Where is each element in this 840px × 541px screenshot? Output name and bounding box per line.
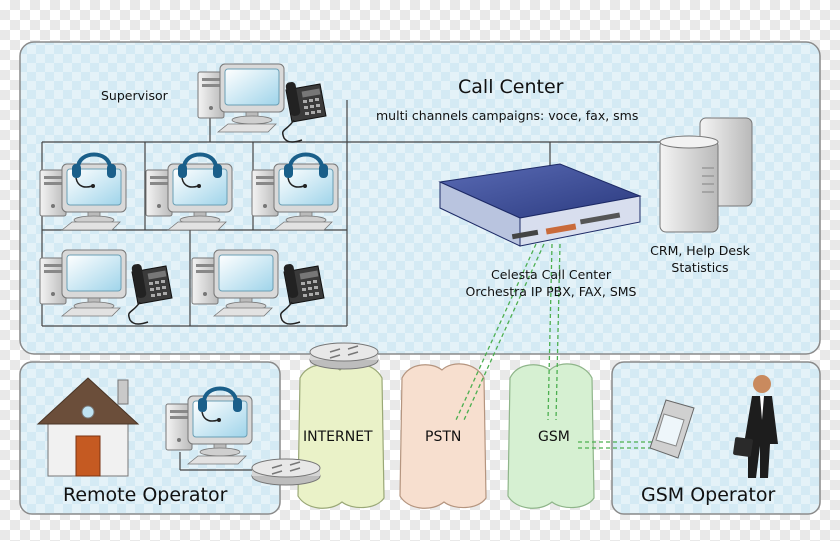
pbx-label: Celesta Call Center Orchestra IP PBX, FA… [456, 266, 646, 300]
gsm-label: GSM [538, 429, 570, 445]
call-center-subtitle: multi channels campaigns: voce, fax, sms [376, 108, 639, 123]
crm-label-line2: Statistics [671, 260, 729, 275]
remote-operator-label: Remote Operator [63, 484, 228, 506]
gsm-cloud [507, 363, 595, 509]
crm-label-line1: CRM, Help Desk [650, 243, 750, 258]
pbx-label-line2: Orchestra IP PBX, FAX, SMS [465, 284, 637, 299]
router-icon [309, 342, 379, 370]
router-icon [251, 458, 321, 486]
trunk-links [455, 243, 660, 449]
crm-label: CRM, Help Desk Statistics [640, 242, 760, 276]
internet-label: INTERNET [303, 429, 373, 445]
crm-servers [659, 117, 753, 233]
mobile-phone-icon [649, 399, 695, 459]
house-icon [36, 377, 140, 477]
call-center-title: Call Center [458, 76, 564, 98]
gsm-operator-label: GSM Operator [641, 484, 776, 506]
pbx-appliance [438, 163, 642, 247]
remote-agent-workstation [165, 386, 260, 471]
person-icon [733, 375, 778, 478]
pstn-label: PSTN [425, 429, 462, 445]
supervisor-label: Supervisor [101, 88, 168, 103]
pbx-label-line1: Celesta Call Center [490, 267, 611, 282]
